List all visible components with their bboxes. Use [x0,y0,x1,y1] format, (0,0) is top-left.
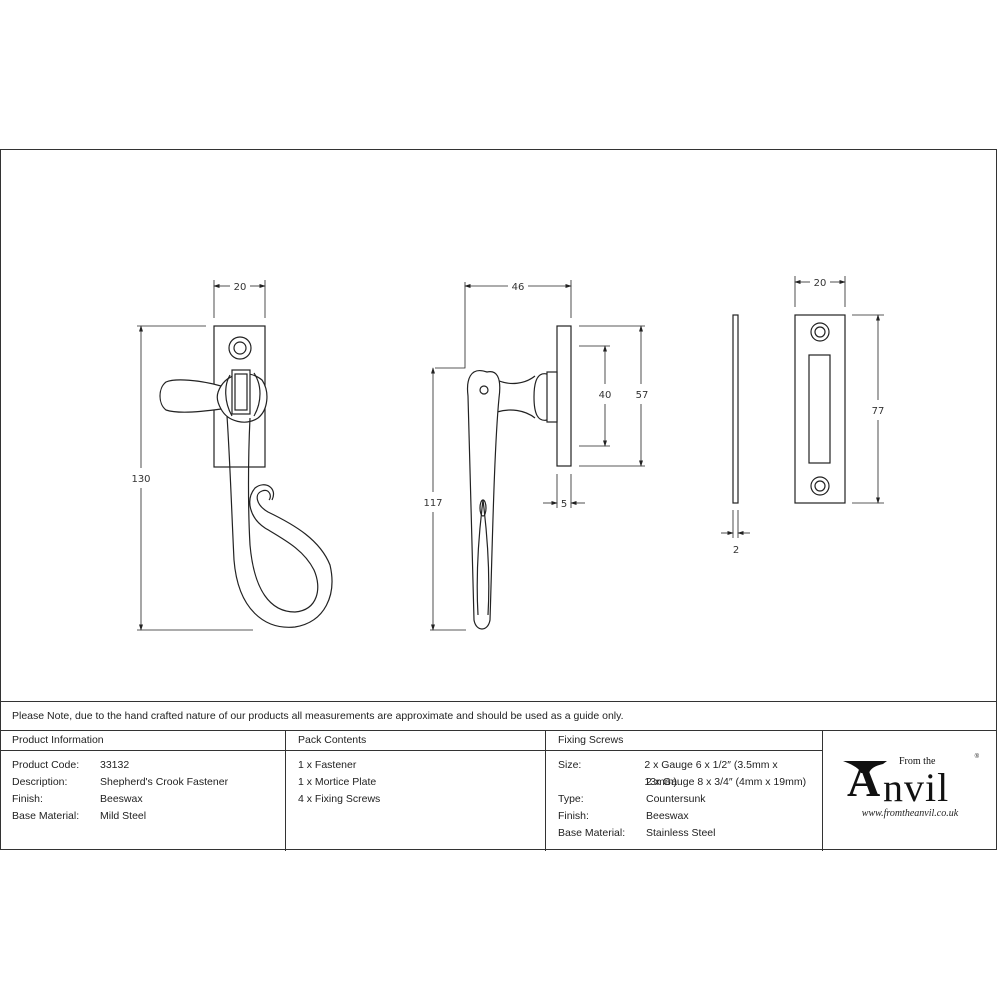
fixing-screws-panel: Fixing Screws Size: 2 x Gauge 6 x 1/2″ (3… [546,730,823,851]
screw-label: Finish: [558,810,589,822]
screw-value: Countersunk [646,793,706,805]
base-material-value: Mild Steel [100,810,147,822]
dim-mortice-thickness: 2 [733,545,739,556]
dim-side-height: 117 [423,498,442,509]
screw-row: Base Material: Stainless Steel [558,825,810,842]
description-value: Shepherd's Crook Fastener [100,776,229,788]
logo-wordmark: A From the nvil ® [843,754,979,808]
finish-value: Beeswax [100,793,143,805]
measurement-note: Please Note, due to the hand crafted nat… [0,701,997,731]
front-view [137,280,333,631]
logo-letter-a: A [847,755,881,806]
screw-label: Size: [558,759,582,771]
dim-front-height: 130 [131,474,150,485]
dim-plate-inner: 40 [599,390,612,401]
screw-label: Type: [558,793,584,805]
product-information-panel: Product Information Product Code: 33132 D… [0,730,286,851]
dim-plate-thickness: 5 [561,499,567,510]
info-label: Finish: [12,793,43,805]
pack-contents-panel: Pack Contents 1 x Fastener 1 x Mortice P… [286,730,546,851]
dim-plate-outer: 57 [636,390,649,401]
product-information-header: Product Information [0,730,285,751]
screw-label: Base Material: [558,827,626,839]
logo-nvil: nvil [883,765,950,810]
mortice-plate-view [721,276,884,538]
from-the-anvil-logo: A From the nvil ® www.fromtheanvil.co.uk [823,730,997,851]
pack-item: 1 x Fastener [298,759,357,771]
dim-mortice-width: 20 [814,278,827,289]
product-code-value: 33132 [100,759,130,771]
dim-front-width: 20 [234,282,247,293]
info-row: Base Material: Mild Steel [12,808,273,825]
info-row: Description: Shepherd's Crook Fastener [12,774,273,791]
pack-item: 1 x Mortice Plate [298,776,377,788]
screw-value: 2 x Gauge 6 x 1/2″ (3.5mm x 13mm) [644,759,778,788]
info-label: Description: [12,776,68,788]
logo-from-the: From the [899,756,936,767]
screw-row: 2 x Gauge 8 x 3/4″ (4mm x 19mm) [558,774,810,791]
dim-side-projection: 46 [512,282,525,293]
drawing-frame [0,149,997,850]
screw-row: Size: 2 x Gauge 6 x 1/2″ (3.5mm x 13mm) [558,757,810,788]
info-label: Product Code: [12,759,80,771]
anvil-icon [843,761,887,773]
info-row: Product Code: 33132 [12,757,273,774]
info-label: Base Material: [12,810,80,822]
screw-value: 2 x Gauge 8 x 3/4″ (4mm x 19mm) [646,776,807,788]
screw-value: Stainless Steel [646,827,716,839]
screw-value: Beeswax [646,810,689,822]
info-row: Finish: Beeswax [12,791,273,808]
side-view [430,280,645,631]
dim-mortice-height: 77 [872,406,885,417]
screw-row: Type: Countersunk [558,791,810,808]
screw-row: Finish: Beeswax [558,808,810,825]
screw-label [558,774,646,791]
pack-contents-header: Pack Contents [286,730,545,751]
pack-item: 4 x Fixing Screws [298,793,381,805]
fixing-screws-header: Fixing Screws [546,730,822,751]
registered-mark: ® [974,754,979,760]
logo-url: www.fromtheanvil.co.uk [861,808,959,819]
